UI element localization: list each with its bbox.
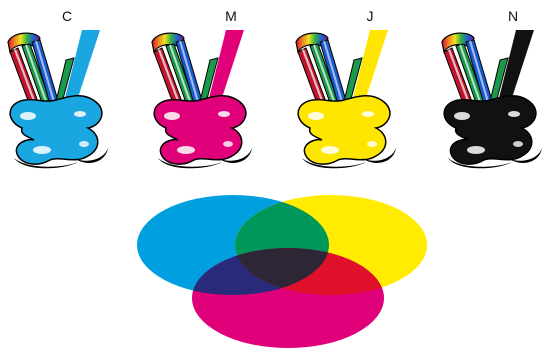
black-ink-illustration-icon bbox=[441, 30, 542, 169]
ink-label-c: C bbox=[61, 8, 73, 24]
yellow-ink-illustration-icon bbox=[295, 30, 396, 169]
ink-label-j: J bbox=[366, 8, 374, 24]
ink-label-m: M bbox=[225, 8, 237, 24]
cyan-ink-illustration-icon bbox=[7, 30, 108, 169]
magenta-ink-illustration-icon bbox=[151, 30, 252, 169]
cmy-venn-diagram bbox=[137, 195, 427, 348]
venn-overlap-cyan-magenta bbox=[192, 248, 329, 295]
ink-label-n: N bbox=[507, 8, 519, 24]
